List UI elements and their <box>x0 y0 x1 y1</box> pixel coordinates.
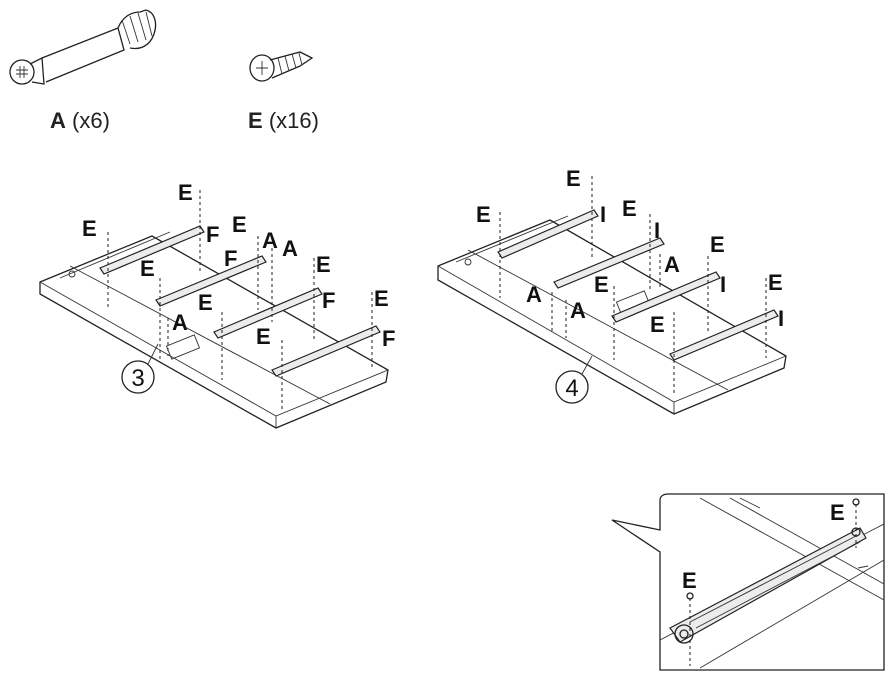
step-3-label-3: F <box>206 222 219 247</box>
step-3-number: 3 <box>131 365 144 392</box>
step-3-label-8: E <box>140 256 155 281</box>
step-3-label-5: A <box>262 228 278 253</box>
step-4-label-4: E <box>622 196 637 221</box>
step-4-label-5: I <box>654 218 660 243</box>
detail-callout <box>611 493 885 671</box>
step-3-label-6: A <box>282 236 298 261</box>
part-e-letter: E <box>248 108 263 133</box>
part-a-count: (x6) <box>72 108 110 133</box>
part-a-quantity: A (x6) <box>50 108 110 134</box>
step-4-label-7: E <box>710 232 725 257</box>
step-4-label-13: E <box>650 312 665 337</box>
step-3-drawing <box>39 190 389 429</box>
part-a-letter: A <box>50 108 66 133</box>
step-4-label-1: E <box>566 166 581 191</box>
step-3-label-13: E <box>374 286 389 311</box>
cam-dowel-icon <box>9 9 157 85</box>
step-3-circle <box>121 360 155 394</box>
step-4-label-3: I <box>600 202 606 227</box>
step-4-label-9: E <box>594 272 609 297</box>
step-4-label-8: A <box>526 282 542 307</box>
screw-icon <box>249 51 314 82</box>
step-4-circle <box>555 370 589 404</box>
step-3-label-2: E <box>82 216 97 241</box>
detail-label-2: E <box>830 500 845 525</box>
step-4-number: 4 <box>565 375 578 402</box>
step-3-label-15: F <box>382 326 395 351</box>
step-3-label-10: E <box>198 290 213 315</box>
step-3-label-7: F <box>224 246 237 271</box>
part-e-count: (x16) <box>268 108 319 133</box>
step-4-label-10: I <box>720 272 726 297</box>
step-4-label-11: A <box>570 298 586 323</box>
step-4-label-6: A <box>664 252 680 277</box>
step-3-label-14: E <box>256 324 271 349</box>
step-3-label-4: E <box>232 212 247 237</box>
step-4-label-14: I <box>778 306 784 331</box>
step-4-label-2: E <box>476 202 491 227</box>
part-e-quantity: E (x16) <box>248 108 319 134</box>
detail-label-1: E <box>682 568 697 593</box>
step-4-label-12: E <box>768 270 783 295</box>
step-3-label-12: A <box>172 310 188 335</box>
step-3-label-9: E <box>316 252 331 277</box>
step-3-label-11: F <box>322 288 335 313</box>
step-3-label-1: E <box>178 180 193 205</box>
step-4-drawing <box>437 176 787 415</box>
